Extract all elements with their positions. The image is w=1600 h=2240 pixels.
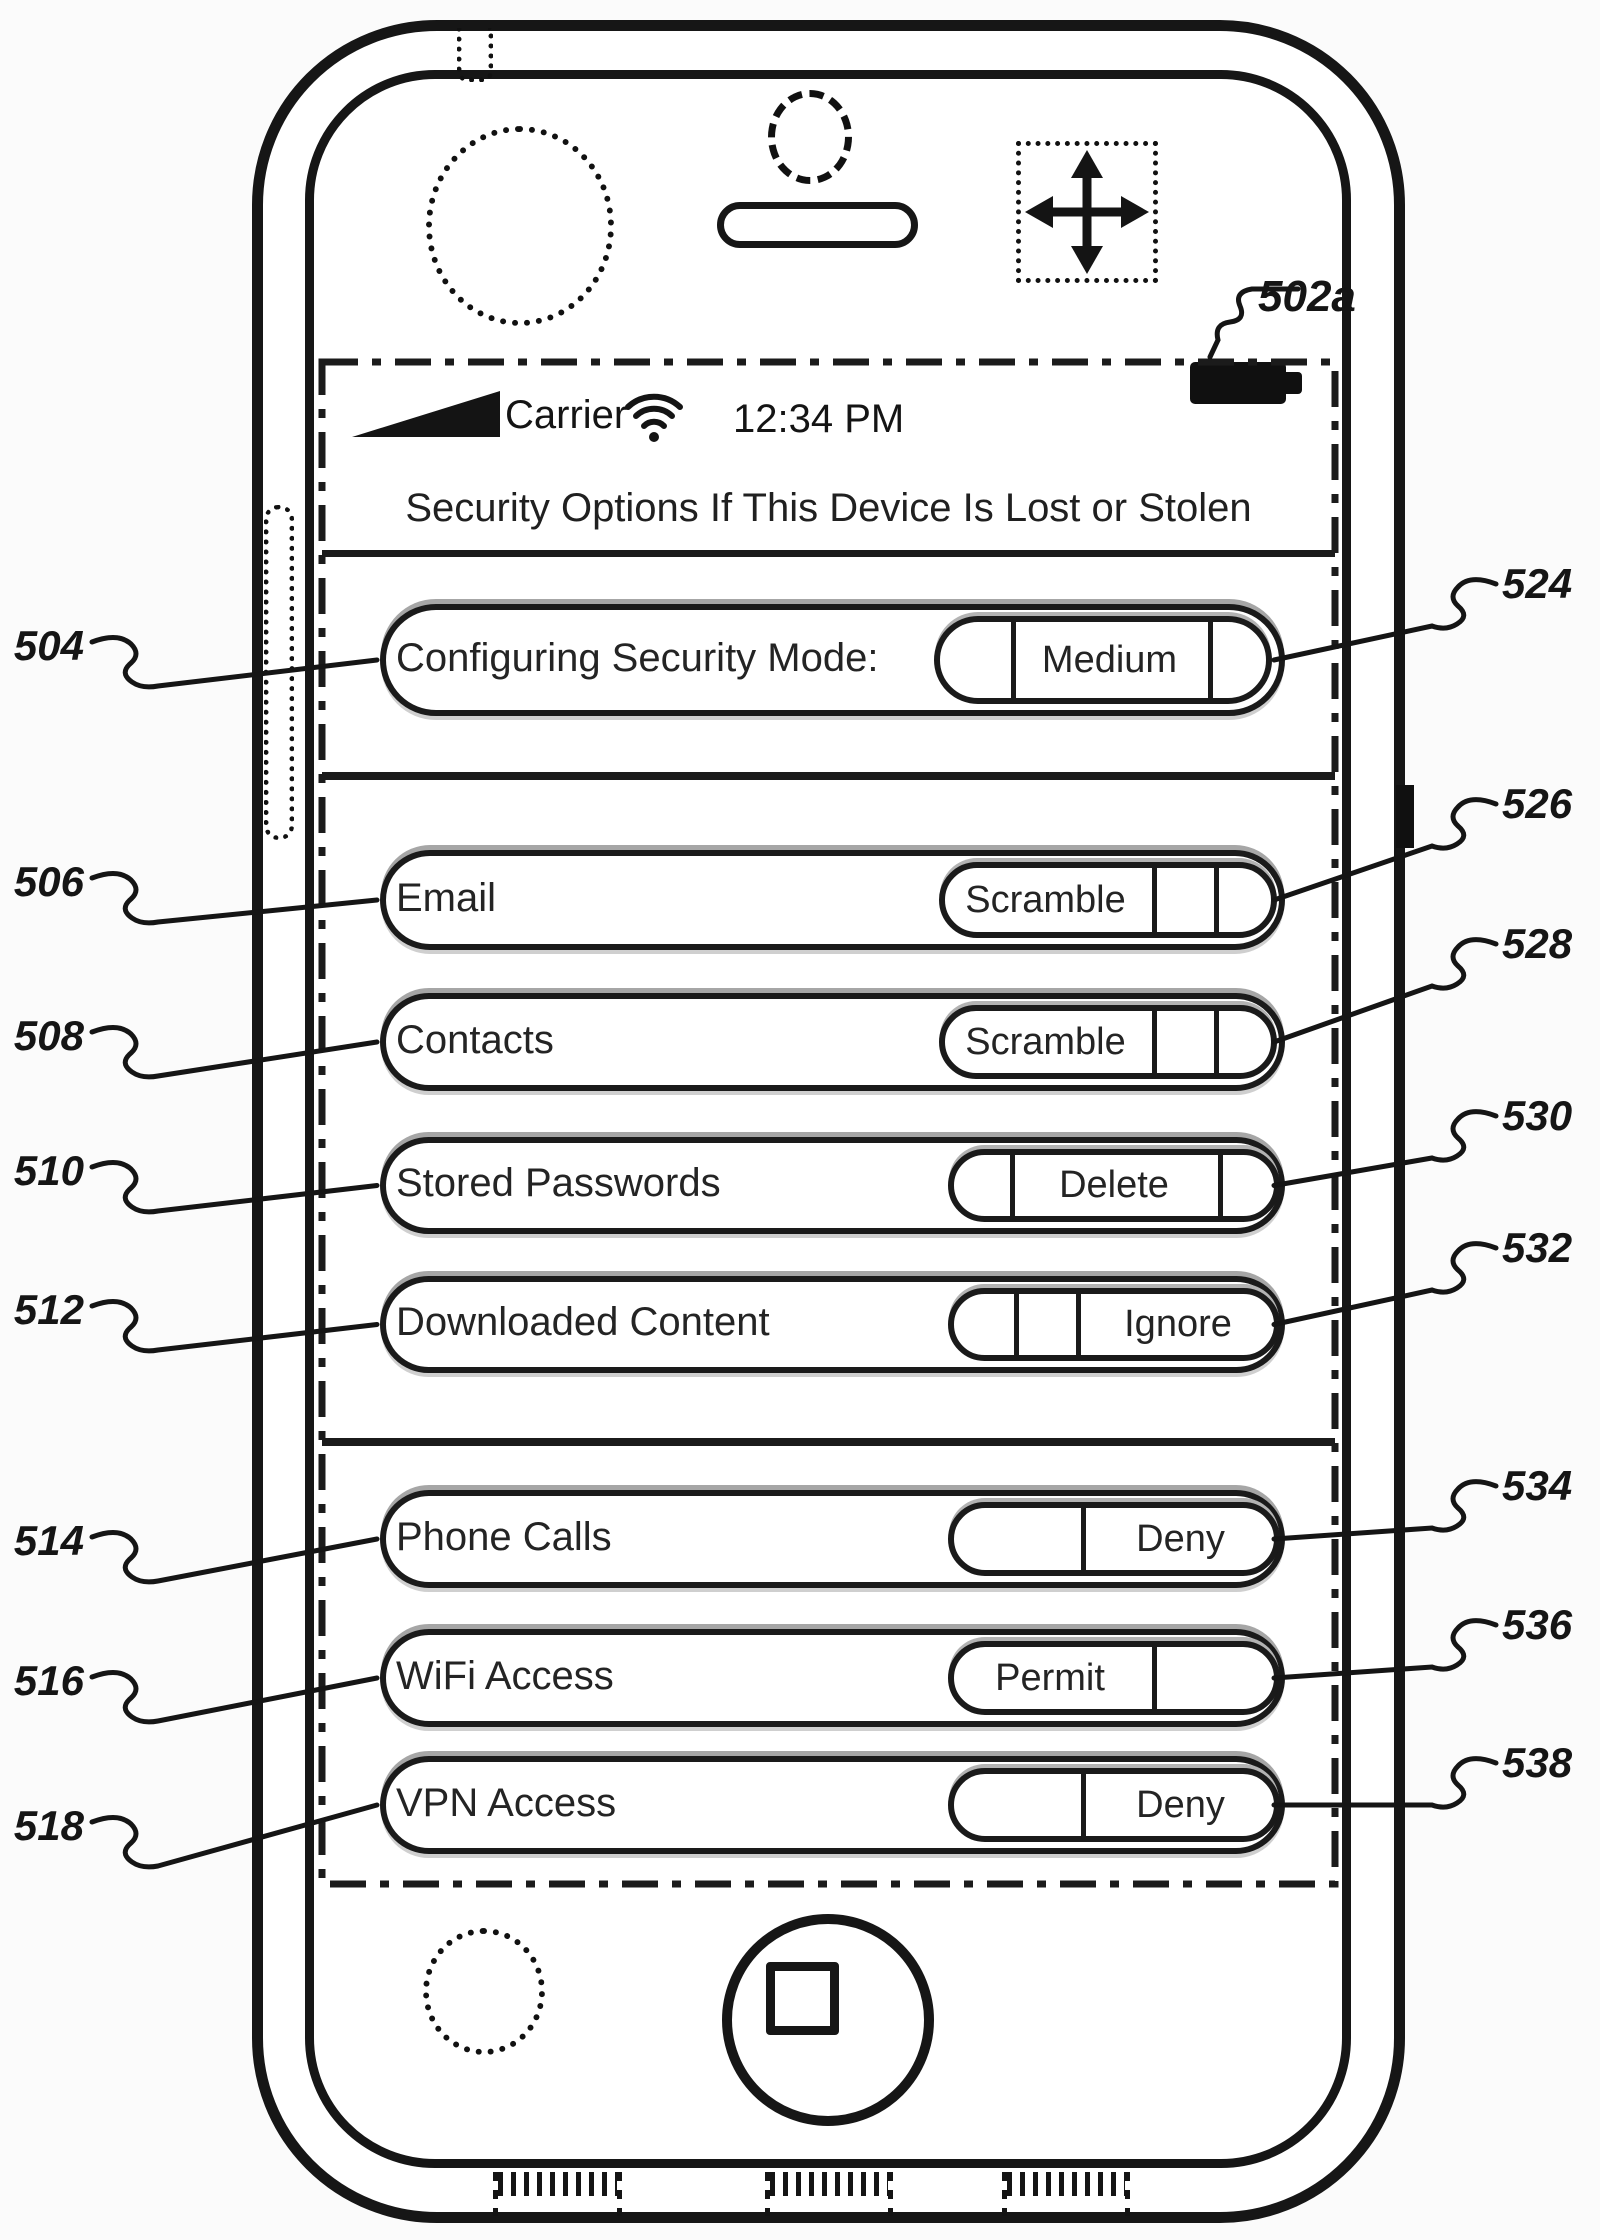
setting-label: Phone Calls (396, 1515, 612, 1559)
toggle-segment[interactable]: Deny (1136, 1783, 1225, 1826)
microphone-icon (423, 1928, 545, 2055)
ref-label-512: 512 (13, 1286, 84, 1333)
toggle-contacts[interactable]: Scramble (939, 1005, 1277, 1079)
connector-divider (617, 2172, 622, 2216)
ref-label-534: 534 (1502, 1462, 1573, 1509)
earpiece-icon (768, 90, 852, 184)
toggle-segment[interactable] (1014, 1294, 1076, 1355)
ref-label-502a: 502a (1258, 272, 1356, 321)
title-separator (322, 550, 1335, 557)
setting-label: Email (396, 876, 497, 920)
ref-label-532: 532 (1502, 1224, 1573, 1271)
setting-label: Downloaded Content (396, 1300, 770, 1344)
toggle-phone-calls[interactable]: Deny (948, 1502, 1280, 1576)
section-separator-1 (322, 772, 1335, 780)
clock-label: 12:34 PM (733, 397, 905, 441)
toggle-stored-passwords[interactable]: Delete (948, 1149, 1280, 1222)
toggle-segment[interactable]: Medium (1041, 638, 1178, 681)
connector-grille-icon (1007, 2172, 1125, 2196)
ref-label-528: 528 (1502, 920, 1573, 967)
side-button[interactable] (1396, 785, 1414, 848)
ref-label-510: 510 (13, 1147, 84, 1194)
move-icon (1016, 141, 1158, 283)
connector-grille-icon (498, 2172, 617, 2196)
toggle-configuring-security-mode[interactable]: Medium (934, 616, 1272, 704)
bottom-connector (493, 2172, 1163, 2216)
toggle-segment[interactable]: Ignore (1124, 1303, 1232, 1345)
ref-label-506: 506 (13, 858, 84, 905)
toggle-email[interactable]: Scramble (939, 862, 1277, 938)
carrier-label: Carrier (505, 393, 628, 437)
connector-grille-icon (770, 2172, 888, 2196)
ref-label-524: 524 (1502, 560, 1573, 607)
toggle-wifi-access[interactable]: Permit (948, 1641, 1280, 1715)
toggle-segment[interactable]: Delete (1059, 1164, 1169, 1206)
ref-label-504: 504 (13, 622, 84, 669)
connector-divider (1002, 2172, 1007, 2216)
toggle-segment[interactable]: Permit (995, 1656, 1105, 1699)
toggle-segment[interactable] (1152, 1011, 1214, 1073)
ref-label-508: 508 (13, 1012, 84, 1059)
ref-label-514: 514 (13, 1517, 84, 1564)
sim-slot-icon (264, 505, 294, 840)
setting-label: Configuring Security Mode: (396, 636, 879, 680)
toggle-segment[interactable] (948, 1155, 1010, 1216)
headphone-jack-icon (457, 28, 493, 82)
toggle-segment[interactable] (1214, 868, 1277, 932)
ref-label-536: 536 (1502, 1601, 1573, 1648)
toggle-segment[interactable] (1152, 1647, 1280, 1709)
battery-icon (1190, 362, 1286, 404)
connector-divider (1125, 2172, 1130, 2216)
toggle-segment[interactable]: Deny (1136, 1517, 1225, 1560)
toggle-segment[interactable] (948, 1294, 1014, 1355)
toggle-segment[interactable] (1152, 868, 1214, 932)
setting-label: Contacts (396, 1018, 554, 1062)
toggle-segment[interactable] (934, 622, 1011, 698)
ref-label-538: 538 (1502, 1739, 1573, 1786)
move-arrows-icon (1025, 150, 1149, 274)
connector-divider (888, 2172, 893, 2216)
toggle-segment[interactable] (948, 1774, 1081, 1836)
toggle-vpn-access[interactable]: Deny (948, 1768, 1280, 1842)
toggle-segment[interactable]: Scramble (965, 1020, 1126, 1063)
section-separator-2 (322, 1438, 1335, 1446)
toggle-downloaded-content[interactable]: Ignore (948, 1288, 1280, 1361)
home-button-square-icon (766, 1962, 839, 2035)
ref-label-526: 526 (1502, 780, 1573, 827)
page-title: Security Options If This Device Is Lost … (405, 486, 1252, 530)
toggle-segment[interactable] (1218, 1155, 1280, 1216)
setting-label: WiFi Access (396, 1654, 614, 1698)
front-camera-icon (426, 126, 614, 326)
toggle-segment[interactable] (948, 1508, 1081, 1570)
toggle-segment[interactable] (1208, 622, 1272, 698)
toggle-segment[interactable]: Scramble (965, 878, 1126, 921)
home-button[interactable] (722, 1914, 934, 2126)
speaker-icon (717, 202, 918, 248)
battery-tip-icon (1286, 372, 1302, 394)
ref-label-530: 530 (1502, 1092, 1573, 1139)
connector-divider (765, 2172, 770, 2216)
setting-label: VPN Access (396, 1781, 617, 1825)
ref-label-516: 516 (13, 1657, 84, 1704)
setting-label: Stored Passwords (396, 1161, 721, 1205)
toggle-segment[interactable] (1214, 1011, 1277, 1073)
ref-label-518: 518 (13, 1802, 84, 1849)
connector-divider (493, 2172, 498, 2216)
